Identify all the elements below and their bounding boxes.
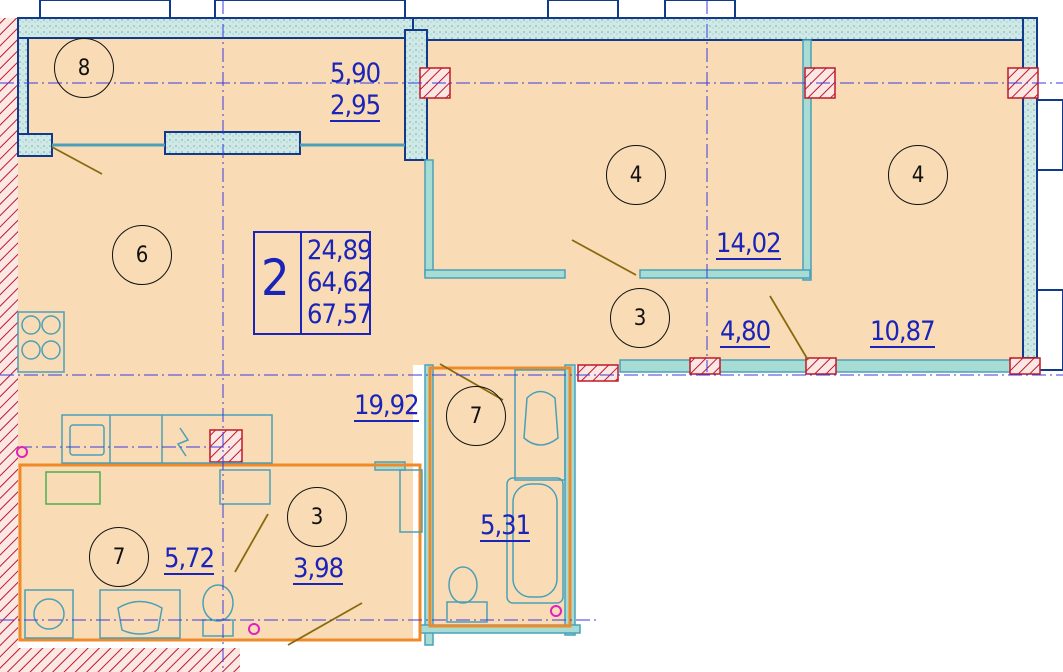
corridor-area: 3,98 bbox=[293, 553, 344, 585]
bathroom-area: 5,31 bbox=[480, 510, 531, 542]
wet-zone-frame bbox=[18, 366, 572, 642]
kitchen-living-area: 19,92 bbox=[354, 390, 420, 422]
room-marker-laundry: 7 bbox=[89, 527, 149, 587]
markers bbox=[16, 446, 562, 635]
room-marker-bedroom-right: 4 bbox=[888, 145, 948, 205]
room-marker-hall-bottom: 3 bbox=[287, 487, 347, 547]
bedroom-right-area: 10,87 bbox=[870, 316, 936, 348]
balcony-reduced-area: 2,95 bbox=[330, 90, 381, 122]
laundry-area: 5,72 bbox=[164, 543, 215, 575]
room-marker-balcony: 8 bbox=[54, 38, 114, 98]
room-marker-hall-top: 3 bbox=[610, 288, 670, 348]
columns bbox=[209, 67, 1041, 463]
apartment-summary: 2 24,89 64,62 67,57 bbox=[253, 231, 373, 335]
hall-right-area: 4,80 bbox=[720, 316, 771, 348]
room-marker-kitchen: 6 bbox=[112, 225, 172, 285]
living-area: 24,89 bbox=[307, 235, 373, 266]
room-marker-bathroom: 7 bbox=[446, 386, 506, 446]
balcony-area: 5,90 bbox=[330, 58, 381, 89]
outer-wall-left bbox=[0, 18, 18, 672]
total-area: 64,62 bbox=[307, 267, 373, 298]
bedroom-area: 14,02 bbox=[716, 228, 782, 260]
kitchen-counter bbox=[17, 311, 273, 464]
balcony-divider bbox=[17, 29, 428, 161]
top-wall bbox=[17, 0, 1063, 371]
laundry-fixtures bbox=[24, 471, 234, 639]
outer-wall-bottom bbox=[0, 648, 240, 672]
room-marker-bedroom-left: 4 bbox=[606, 145, 666, 205]
total-area-with-balcony: 67,57 bbox=[307, 299, 373, 330]
rooms-count: 2 bbox=[261, 249, 290, 307]
